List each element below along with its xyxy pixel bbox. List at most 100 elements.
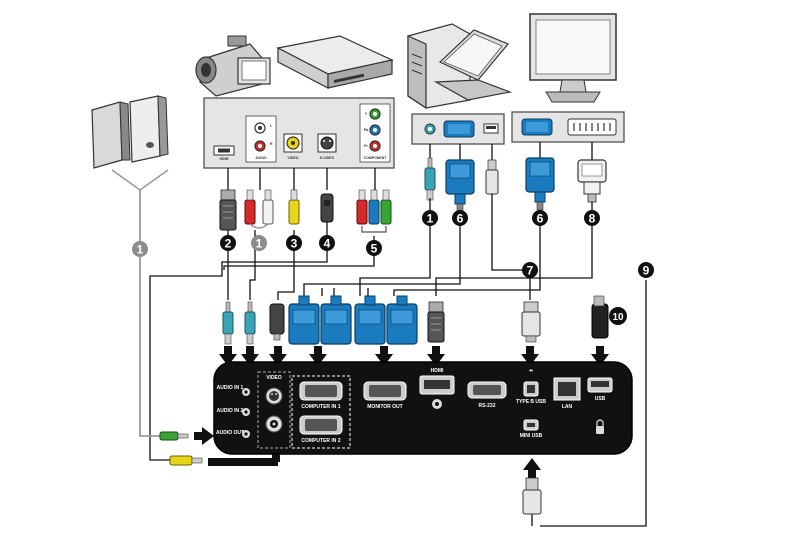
source-audio-l-label: L — [270, 124, 273, 128]
callout-6-pc: 6 — [452, 210, 468, 226]
svg-text:4: 4 — [324, 237, 331, 251]
rs232-port: RS-232 — [467, 381, 507, 409]
svg-text:8: 8 — [589, 212, 596, 226]
audio-out-port: AUDIO OUT — [216, 430, 250, 438]
s-video-cable-top — [320, 193, 334, 223]
av-source-panel: HDMI L R AUDIO VIDEO S-VIDEO — [203, 97, 395, 169]
monitor-out-label: MONITOR OUT — [367, 404, 402, 410]
vga-cable-pc — [445, 159, 475, 213]
mini-usb-port: MINI USB — [520, 419, 543, 439]
svg-text:5: 5 — [371, 242, 378, 256]
svg-text:9: 9 — [643, 264, 650, 278]
kensington-lock-icon — [596, 419, 604, 434]
video-link-bar — [208, 458, 278, 466]
svg-text:7: 7 — [527, 264, 534, 278]
audio-in-2-label: AUDIO IN 2 — [217, 408, 244, 414]
mini-usb-cable-bottom — [522, 477, 542, 526]
callout-9: 9 — [638, 262, 654, 278]
usb-dongle-icon — [591, 295, 609, 339]
source-s-video-port: S-VIDEO — [317, 133, 337, 160]
camcorder-icon — [195, 35, 271, 97]
vga-plug-1 — [288, 295, 320, 345]
callout-10: 10 — [609, 307, 627, 325]
yellow-rca-plug-video — [169, 455, 203, 466]
callout-3: 3 — [286, 235, 302, 251]
lan-port: LAN — [553, 377, 581, 410]
mini-usb-label: MINI USB — [520, 433, 543, 439]
dvi-cable-monitor — [577, 159, 607, 203]
routing-wires — [149, 194, 647, 527]
source-component-label: COMPONENT — [364, 156, 388, 160]
dvd-player-icon — [276, 35, 394, 89]
pc-source-panel — [411, 113, 505, 145]
s-video-plug-bottom — [269, 303, 285, 341]
source-component-pb-label: Pb — [364, 128, 368, 132]
computer-in-1-port: COMPUTER IN 1 — [299, 381, 343, 410]
callout-6-monitor: 6 — [532, 210, 548, 226]
audio-in-2-port: AUDIO IN 2 — [217, 408, 250, 416]
source-video-port: VIDEO — [283, 133, 303, 160]
component-rca-top — [356, 189, 392, 233]
rs232-label: RS-232 — [479, 403, 496, 409]
source-audio-ports: L R AUDIO — [254, 122, 273, 160]
svg-text:3: 3 — [291, 237, 298, 251]
audio-out-speaker-wire — [139, 190, 160, 437]
source-audio-label: AUDIO — [255, 156, 267, 160]
svg-text:6: 6 — [537, 212, 544, 226]
monitor-input-panel — [511, 111, 625, 143]
usb-b-symbol-icon: ⇸ — [529, 368, 534, 374]
audio-in-1-label: AUDIO IN 1 — [217, 385, 244, 391]
callout-8: 8 — [584, 210, 600, 226]
source-hdmi-port: HDMI — [213, 145, 235, 161]
hdmi-port: HDMI — [419, 368, 455, 409]
speakers-icon — [91, 95, 169, 191]
video-rca-top — [288, 189, 300, 225]
green-audio-plug-speaker — [159, 431, 189, 441]
hdmi-plug-bottom — [427, 301, 445, 343]
hdmi-label: HDMI — [431, 368, 444, 374]
computer-in-1-label: COMPUTER IN 1 — [301, 404, 340, 410]
svg-text:10: 10 — [612, 312, 624, 323]
vga-plug-2 — [320, 295, 352, 345]
vga-plug-3 — [354, 295, 386, 345]
monitor-out-port: MONITOR OUT — [363, 381, 407, 410]
audio-out-label: AUDIO OUT — [216, 430, 244, 436]
audio-cable-top — [424, 157, 436, 201]
svg-text:6: 6 — [457, 212, 464, 226]
svg-text:1: 1 — [256, 237, 263, 251]
vga-cable-monitor — [525, 157, 555, 211]
callout-4: 4 — [319, 235, 335, 251]
usb-cable-pc — [485, 159, 499, 195]
type-b-usb-label: TYPE B USB — [516, 399, 546, 405]
svg-text:2: 2 — [225, 237, 232, 251]
source-audio-r-label: R — [270, 142, 273, 146]
computer-in-2-port: COMPUTER IN 2 — [299, 415, 343, 444]
laptop-icon — [433, 29, 513, 101]
audio-plug-in1 — [222, 301, 234, 345]
usb-a-port: USB — [587, 377, 613, 402]
callout-1-pc-audio: 1 — [422, 210, 438, 226]
source-component-ports: Y Pb Pr COMPONENT — [364, 108, 388, 160]
audio-rca-top — [244, 189, 274, 229]
svg-text:1: 1 — [427, 212, 434, 226]
source-component-y-label: Y — [365, 112, 368, 116]
top-cables — [227, 142, 593, 190]
lan-label: LAN — [562, 404, 573, 410]
audio-plug-in2 — [244, 301, 256, 345]
hdmi-cable-top — [219, 189, 237, 231]
callout-1-speaker: 1 — [132, 241, 148, 257]
composite-video-port — [265, 415, 283, 433]
callout-7: 7 — [522, 262, 538, 278]
video-group-label: VIDEO — [266, 375, 282, 381]
source-s-video-label: S-VIDEO — [320, 156, 335, 160]
monitor-icon — [529, 13, 617, 103]
s-video-port — [265, 387, 283, 405]
callout-2: 2 — [220, 235, 236, 251]
usb-label: USB — [595, 396, 606, 402]
source-hdmi-label: HDMI — [220, 157, 229, 161]
projector-rear-panel: AUDIO IN 1 AUDIO IN 2 AUDIO OUT VIDEO C — [213, 361, 633, 455]
computer-in-2-label: COMPUTER IN 2 — [301, 438, 340, 444]
source-component-pr-label: Pr — [364, 144, 368, 148]
vga-plug-4 — [386, 295, 418, 345]
